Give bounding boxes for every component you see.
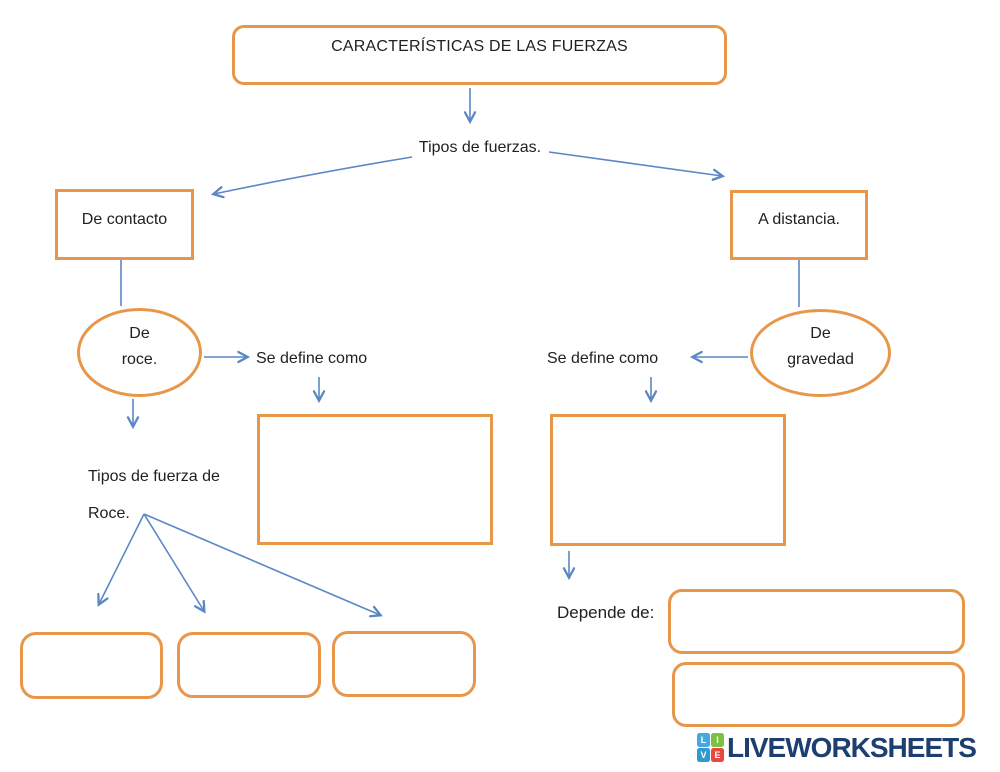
- a-distancia-label: A distancia.: [758, 211, 840, 228]
- liveworksheets-logo-text: LIVEWORKSHEETS: [727, 731, 977, 763]
- title-text: CARACTERÍSTICAS DE LAS FUERZAS: [331, 38, 628, 55]
- de-contacto-box: De contacto: [55, 189, 194, 260]
- liveworksheets-logo[interactable]: L I V E LIVEWORKSHEETS: [697, 731, 977, 763]
- a-distancia-box: A distancia.: [730, 190, 868, 260]
- se-define-como-right-label: Se define como: [547, 350, 659, 367]
- de-roce-ellipse: De roce.: [77, 308, 202, 397]
- answer-box-depende-2[interactable]: [672, 662, 965, 727]
- de-gravedad-line1: De: [810, 325, 831, 342]
- answer-box-roce-type-3[interactable]: [332, 631, 476, 697]
- de-gravedad-ellipse: De gravedad: [750, 309, 891, 397]
- liveworksheets-logo-icon: L I V E: [697, 733, 724, 762]
- answer-box-roce-type-2[interactable]: [177, 632, 321, 698]
- arrow-root-to-distancia: [548, 151, 726, 181]
- de-gravedad-line2: gravedad: [787, 351, 854, 368]
- depende-de-label: Depende de:: [557, 603, 655, 622]
- se-define-como-left-label: Se define como: [256, 350, 368, 367]
- logo-square-l: L: [697, 733, 710, 747]
- answer-box-definition-distancia[interactable]: [550, 414, 786, 546]
- tipos-fuerza-roce-line2: Roce.: [88, 505, 130, 522]
- de-roce-line1: De: [129, 324, 150, 342]
- answer-box-definition-contacto[interactable]: [257, 414, 493, 545]
- logo-square-i: I: [711, 733, 724, 747]
- answer-box-roce-type-1[interactable]: [20, 632, 163, 699]
- root-label: Tipos de fuerzas.: [418, 139, 542, 156]
- arrow-root-to-contacto: [210, 156, 413, 199]
- de-roce-line2: roce.: [121, 350, 158, 368]
- de-contacto-label: De contacto: [81, 210, 168, 228]
- logo-square-e: E: [711, 748, 724, 762]
- title-box: CARACTERÍSTICAS DE LAS FUERZAS: [232, 25, 727, 85]
- tipos-fuerza-roce-heading: Tipos de fuerza de Roce.: [88, 458, 220, 532]
- tipos-fuerza-roce-line1: Tipos de fuerza de: [88, 468, 220, 485]
- logo-square-v: V: [697, 748, 710, 762]
- answer-box-depende-1[interactable]: [668, 589, 965, 654]
